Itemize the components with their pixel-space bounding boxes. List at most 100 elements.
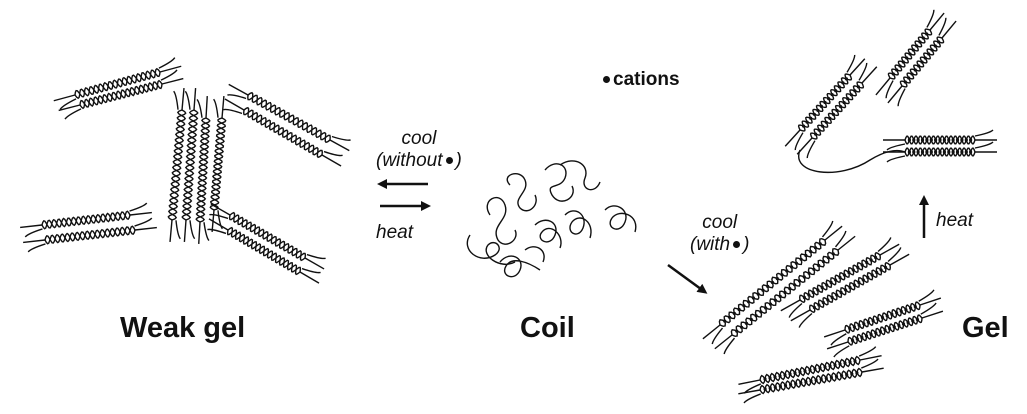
cation-site: [835, 109, 838, 112]
cation-site: [872, 319, 875, 322]
cation-site: [916, 318, 919, 321]
chain-tail: [927, 10, 934, 28]
cation-site: [893, 325, 896, 328]
chain-tail: [324, 152, 343, 156]
cation-site: [880, 268, 883, 271]
cation-site: [752, 296, 755, 299]
cation-site: [740, 326, 743, 329]
cation-site: [733, 312, 736, 315]
cation-site: [853, 359, 856, 362]
cation-site: [833, 363, 836, 366]
cation-site: [934, 138, 937, 141]
cation-site: [930, 150, 933, 153]
cation-site: [825, 377, 828, 380]
cation-site: [856, 266, 859, 269]
chain-tail: [23, 240, 45, 242]
cation-site: [956, 150, 959, 153]
cations-label: cations: [613, 69, 680, 90]
cation-site: [921, 150, 924, 153]
chain-tail: [204, 222, 209, 240]
cation-site: [875, 271, 878, 274]
cool-word: cool: [690, 212, 749, 234]
helix-strand: [244, 108, 322, 158]
chain-tail: [890, 254, 909, 265]
chain-tail: [162, 79, 183, 84]
cation-site: [838, 362, 841, 365]
cation-site: [846, 97, 849, 100]
cation-site: [847, 271, 850, 274]
chain-tail: [300, 272, 319, 283]
chain-tail: [887, 156, 905, 162]
cation-site: [776, 277, 779, 280]
cation-site: [827, 256, 830, 259]
cation-site: [886, 314, 889, 317]
cation-site: [815, 379, 818, 382]
cation-site: [897, 324, 900, 327]
chain-tail: [25, 229, 42, 237]
cation-site: [969, 138, 972, 141]
cation-site: [830, 376, 833, 379]
cation-site: [924, 56, 927, 59]
chain-tail: [807, 141, 815, 158]
cation-site: [790, 265, 793, 268]
cation-site: [825, 121, 828, 124]
cation-site: [908, 150, 911, 153]
cation-site: [831, 296, 834, 299]
chain-tail: [176, 220, 180, 238]
chain-tail: [887, 144, 905, 150]
cation-site: [870, 333, 873, 336]
cation-site: [917, 64, 920, 67]
cation-site: [917, 150, 920, 153]
cation-site: [798, 279, 801, 282]
cation-site: [820, 378, 823, 381]
coil-chain: [500, 256, 540, 277]
chain-tail: [862, 67, 877, 83]
cation-site: [821, 286, 824, 289]
cool-without-label: cool (without): [376, 128, 462, 172]
cation-site: [769, 303, 772, 306]
cation-site: [755, 314, 758, 317]
cation-site: [850, 372, 853, 375]
cation-site: [747, 300, 750, 303]
chain-tail: [847, 55, 855, 72]
cation-site: [803, 275, 806, 278]
cation-site: [858, 324, 861, 327]
cation-site: [773, 375, 776, 378]
chain-tail: [206, 96, 207, 118]
cation-site: [771, 281, 774, 284]
cation-site: [764, 306, 767, 309]
cation-site: [840, 374, 843, 377]
cation-site: [788, 287, 791, 290]
cation-site: [910, 72, 913, 75]
cation-dot-icon: [603, 76, 610, 83]
cation-site: [969, 150, 972, 153]
with-cations-text: (with): [690, 234, 749, 256]
cation-site: [817, 303, 820, 306]
cation-site: [822, 260, 825, 263]
gel-top-structure: [785, 10, 997, 173]
helix-strand: [168, 110, 185, 220]
cation-site: [768, 376, 771, 379]
cation-site: [879, 330, 882, 333]
cation-site: [813, 306, 816, 309]
cation-site: [965, 138, 968, 141]
chain-tail: [919, 290, 934, 301]
chain-tail: [54, 95, 75, 101]
cation-site: [804, 380, 807, 383]
cation-site: [904, 80, 907, 83]
cation-site: [808, 272, 811, 275]
cation-site: [738, 308, 741, 311]
cation-site: [907, 76, 910, 79]
cation-site: [764, 388, 767, 391]
cation-site: [814, 133, 817, 136]
cation-site: [925, 150, 928, 153]
cation-site: [934, 44, 937, 47]
cation-site: [816, 109, 819, 112]
coil-chain: [535, 220, 561, 248]
cation-site: [779, 385, 782, 388]
cation-site: [956, 138, 959, 141]
cation-site: [850, 93, 853, 96]
cation-site: [917, 138, 920, 141]
cation-site: [871, 273, 874, 276]
chain-tail: [834, 346, 849, 357]
